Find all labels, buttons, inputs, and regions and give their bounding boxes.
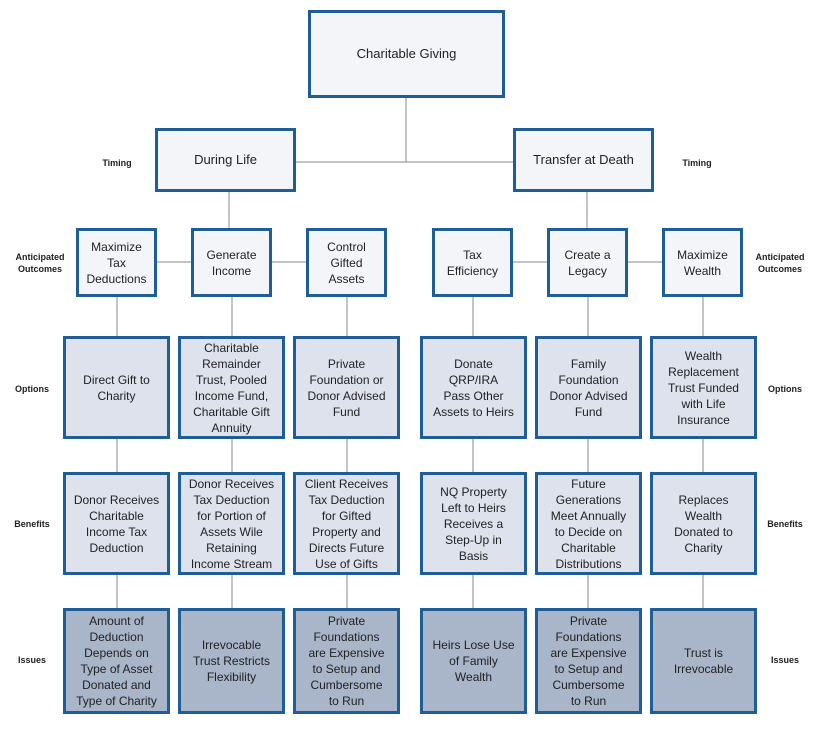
row-label-timing-right: Timing <box>682 158 712 168</box>
node-label: Transfer at Death <box>533 152 634 167</box>
node-label: Charitable Giving <box>356 46 457 61</box>
row-label-benefits-left: Benefits <box>14 519 50 529</box>
node-transfer-at-death: Transfer at Death <box>513 128 654 192</box>
row-label-options-left: Options <box>15 384 49 394</box>
row-label-issues-right: Issues <box>770 655 800 665</box>
row-label-issues-left: Issues <box>17 655 47 665</box>
row-label-options-right: Options <box>768 384 802 394</box>
row-label-benefits-right: Benefits <box>767 519 803 529</box>
node-label: During Life <box>194 152 257 167</box>
node-during-life: During Life <box>155 128 296 192</box>
row-label-timing-left: Timing <box>102 158 132 168</box>
node-charitable-giving: Charitable Giving <box>308 10 505 98</box>
